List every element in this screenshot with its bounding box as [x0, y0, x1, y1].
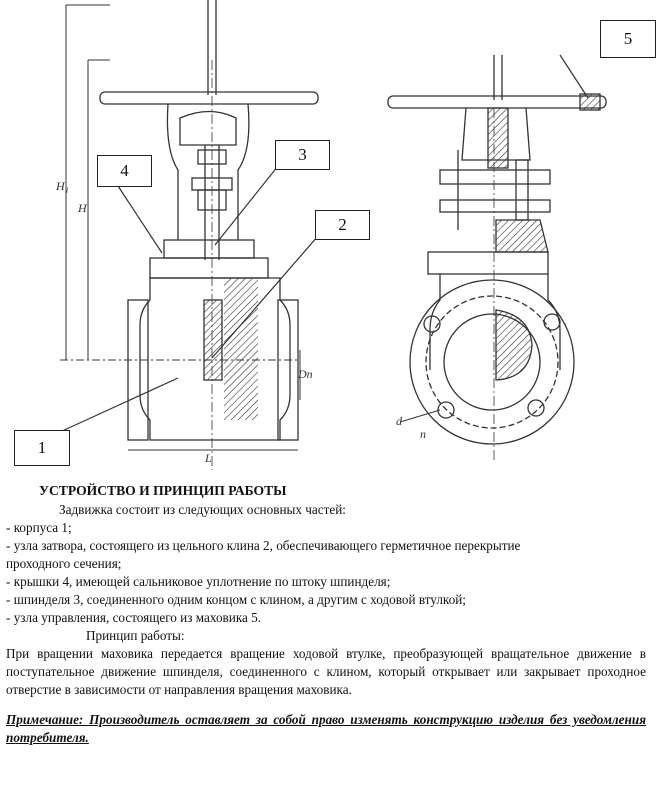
valve-side-view [387, 54, 607, 460]
wedge [203, 299, 223, 381]
dim-h: H [77, 201, 88, 215]
callout-5: 5 [600, 20, 656, 58]
callout-1: 1 [14, 430, 70, 466]
handwheel-side [387, 95, 607, 109]
right-flange [277, 299, 299, 441]
callout-4: 4 [97, 155, 152, 187]
section-title: УСТРОЙСТВО И ПРИНЦИП РАБОТЫ [39, 483, 287, 498]
principle-text: При вращении маховика передается вращени… [6, 646, 646, 697]
list-item: - шпинделя 3, соединенного одним концом … [6, 592, 466, 607]
dim-l: L [204, 451, 212, 465]
bonnet [149, 257, 269, 279]
dim-h1: H₁ [55, 179, 69, 193]
list-item: - крышки 4, имеющей сальниковое уплотнен… [6, 574, 391, 589]
intro-line: Задвижка состоит из следующих основных ч… [59, 502, 346, 517]
list-item: - корпуса 1; [6, 520, 72, 535]
callout-2: 2 [315, 210, 370, 240]
handwheel [99, 91, 319, 105]
callout-3: 3 [275, 140, 330, 170]
principle-title: Принцип работы: [86, 628, 185, 643]
left-flange [127, 299, 149, 441]
description-text: УСТРОЙСТВО И ПРИНЦИП РАБОТЫ Задвижка сос… [6, 482, 646, 747]
note: Примечание: Производитель оставляет за с… [6, 712, 646, 745]
valve-front-view [59, 0, 319, 470]
dim-n: n [420, 427, 426, 441]
valve-technical-drawing: H₁ H Dn L d n [55, 0, 607, 470]
dimension-labels: H₁ H Dn L d n [55, 179, 426, 465]
flange-circle [409, 279, 575, 445]
list-item: - узла затвора, состоящего из цельного к… [6, 538, 521, 553]
dim-d: d [396, 414, 403, 428]
dim-dn: Dn [297, 367, 313, 381]
list-item: - узла управления, состоящего из маховик… [6, 610, 262, 625]
list-item: проходного сечения; [6, 556, 122, 571]
